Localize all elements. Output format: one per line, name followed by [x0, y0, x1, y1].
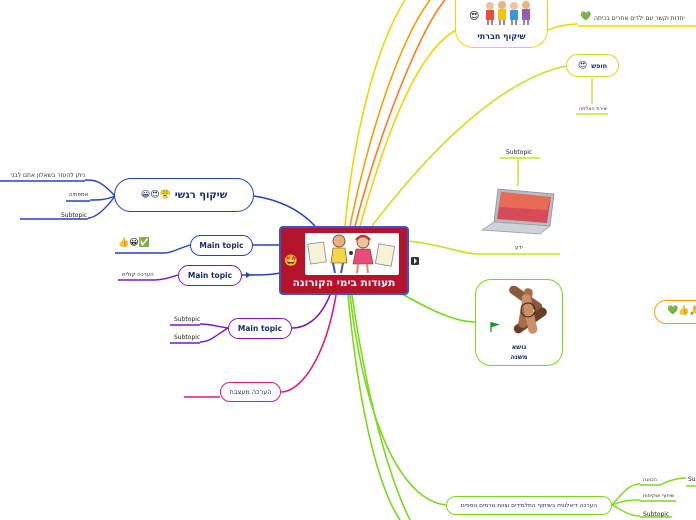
social-leaf[interactable]: יחדות וקשר עם ילדים אחרים בכיתה — [594, 15, 685, 22]
emotional-label: שיקוף רגשי — [174, 189, 228, 201]
humor-emoji-icon: 😍 — [577, 60, 588, 71]
main2-leaf[interactable]: הערכה קולית — [122, 272, 154, 278]
central-emoji-icon: 🤩 — [284, 254, 298, 267]
connector-top-orange — [349, 0, 431, 227]
topic-main-3[interactable]: Main topic — [228, 318, 292, 339]
connector-emotional — [253, 195, 316, 227]
topic-right-partial[interactable]: 💚👍🙏 — [654, 300, 696, 324]
social-label: שיקוף חברתי — [477, 32, 526, 41]
social-kids-illustration — [484, 0, 536, 26]
dialog-leaf-1[interactable]: הכוונה — [643, 477, 657, 483]
dialog-leaf-right[interactable]: Su — [688, 476, 696, 483]
social-leaf-line — [547, 23, 579, 31]
right-partial-emojis-icon: 💚👍🙏 — [667, 306, 696, 316]
hands-label-1: נושא — [511, 343, 527, 351]
topic-emotional-reflection[interactable]: שיקוף רגשי 😤😍😀 — [114, 178, 254, 212]
dialog-label: הערכה דיאלוגית בשיתוף התלמידים וצוות גור… — [460, 502, 598, 509]
topic-social-reflection[interactable]: 😍 שיקוף חברתי — [455, 0, 548, 48]
central-topic[interactable]: 🤩 תעודות בימי הקורונה — [279, 226, 409, 295]
flag-icon — [489, 318, 501, 332]
humor-label: חופש — [591, 61, 608, 70]
social-leaf-heart-icon: 💚 — [580, 12, 592, 22]
topic-main-1[interactable]: Main topic — [190, 235, 253, 256]
connector-formative — [280, 294, 337, 393]
emotional-leaf-1[interactable]: ניתן להעזר בשאלון אתם לבני — [10, 172, 85, 179]
laptop-top-label[interactable]: Subtopic — [506, 149, 533, 156]
dialog-leaf-2[interactable]: שיתוף ושקיפות — [643, 493, 675, 499]
formative-label: הערכה מעצבת — [229, 388, 272, 396]
connector-humor — [371, 65, 567, 227]
dialog-leaf-1-line — [611, 483, 641, 506]
connector-hands — [394, 289, 476, 323]
hands-label-2: משנה — [510, 353, 528, 361]
emotional-emojis-icon: 😤😍😀 — [140, 190, 171, 200]
laptop-image — [480, 186, 556, 236]
central-illustration — [305, 233, 399, 275]
topic-main-2[interactable]: Main topic — [178, 265, 242, 286]
central-title: תעודות בימי הקורונה — [292, 277, 396, 289]
topic-formative-assessment[interactable]: הערכה מעצבת — [220, 382, 281, 402]
topic-humor[interactable]: חופש 😍 — [566, 54, 619, 77]
social-emoji-icon: 😍 — [469, 11, 480, 22]
main1-emojis-icon: 👍😀✅ — [118, 238, 150, 248]
connector-top-orange-2 — [354, 0, 446, 227]
main2-leaf-line — [153, 274, 179, 281]
emotional-leaf-3-line — [87, 195, 116, 219]
topic-dialogical-assessment[interactable]: הערכה דיאלוגית בשיתוף התלמידים וצוות גור… — [446, 496, 612, 515]
connector-social — [359, 29, 457, 227]
emotional-leaf-1-line — [84, 179, 116, 197]
emotional-leaf-2-line — [89, 195, 116, 201]
humor-leaf[interactable]: יצירת הצלחה — [579, 106, 608, 112]
dialog-leaf-2-line — [611, 499, 641, 506]
connector-main3 — [291, 294, 331, 329]
connector-bottom-2 — [351, 294, 411, 520]
dialog-leaf-3-line — [611, 504, 641, 517]
main3-leaf-2[interactable]: Subtopic — [174, 334, 201, 341]
emotional-leaf-2[interactable]: אמפתיה — [69, 192, 89, 198]
topic-hands[interactable]: נושא משנה — [475, 279, 563, 366]
main3-leaf-2-line — [199, 327, 229, 343]
dialog-leaf-right-line — [659, 477, 687, 486]
main3-label: Main topic — [237, 324, 283, 333]
laptop-bottom-label[interactable]: ידע — [515, 245, 523, 251]
connector-top-yellow — [344, 0, 406, 227]
connector-dialog — [349, 294, 447, 506]
main2-arrow-icon — [246, 272, 251, 278]
dialog-leaf-3[interactable]: Subtopic — [643, 511, 670, 518]
main1-label: Main topic — [199, 241, 244, 250]
main2-label: Main topic — [187, 271, 233, 280]
main3-leaf-1-line — [199, 323, 229, 329]
main3-leaf-1[interactable]: Subtopic — [174, 316, 201, 323]
emotional-leaf-3[interactable]: Subtopic — [61, 212, 88, 219]
main1-leaf-line — [163, 244, 191, 254]
collapse-toggle-icon[interactable] — [411, 257, 419, 265]
hands-image — [505, 285, 551, 336]
connector-bottom-1 — [347, 294, 401, 520]
